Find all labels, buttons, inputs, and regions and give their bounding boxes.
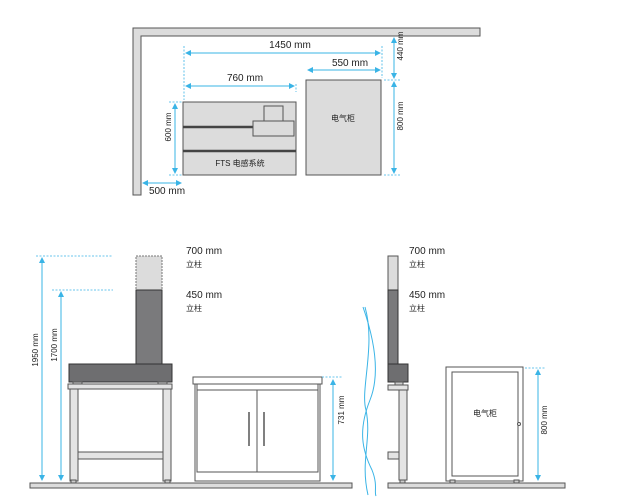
column	[387, 289, 399, 365]
column-tall-label: 立柱	[409, 259, 425, 269]
column-short-size: 450 mm	[186, 290, 222, 301]
dim-cabinet-width: 550 mm	[332, 58, 368, 69]
table-top	[67, 383, 173, 390]
dim-cabinet-depth: 800 mm	[396, 101, 405, 130]
system-label: FTS 电感系统	[215, 158, 264, 168]
dim-side-gap: 500 mm	[149, 186, 185, 197]
column	[135, 289, 163, 365]
dim-system-width: 760 mm	[227, 73, 263, 84]
wall	[132, 27, 481, 196]
column-short-label: 立柱	[186, 303, 202, 313]
dim-wall-gap: 440 mm	[396, 31, 405, 60]
dim-cabinet-height: 800 mm	[540, 405, 549, 434]
electrical-cabinet-footprint	[305, 79, 382, 176]
plan-view: FTS 电感系统 电气柜 1450 mm 550 mm 760 mm 440 m…	[132, 27, 481, 197]
electrical-cabinet	[445, 366, 524, 484]
granite-base	[68, 363, 173, 383]
column-tall-label: 立柱	[186, 259, 202, 269]
floor	[387, 482, 566, 489]
column-tall-size: 700 mm	[409, 246, 445, 257]
cable	[362, 306, 377, 497]
side-view: 700 mm 立柱 450 mm 立柱 电气柜 800 mm	[362, 246, 566, 497]
front-elevation: 1950 mm 1700 mm 700 mm 立柱 450 mm 立柱 731 …	[29, 246, 353, 489]
cabinet-label: 电气柜	[331, 113, 355, 123]
cabinet-label: 电气柜	[473, 408, 497, 418]
column-short-size: 450 mm	[409, 290, 445, 301]
dim-table-height: 731 mm	[337, 395, 346, 424]
column-short-label: 立柱	[409, 303, 425, 313]
dim-system-depth: 600 mm	[164, 112, 173, 141]
base-cabinet	[192, 376, 323, 482]
column-tall-size: 700 mm	[186, 246, 222, 257]
dim-height-short: 1700 mm	[50, 328, 59, 362]
dim-total-width: 1450 mm	[269, 40, 311, 51]
floor	[29, 482, 353, 489]
dim-height-tall: 1950 mm	[31, 333, 40, 367]
